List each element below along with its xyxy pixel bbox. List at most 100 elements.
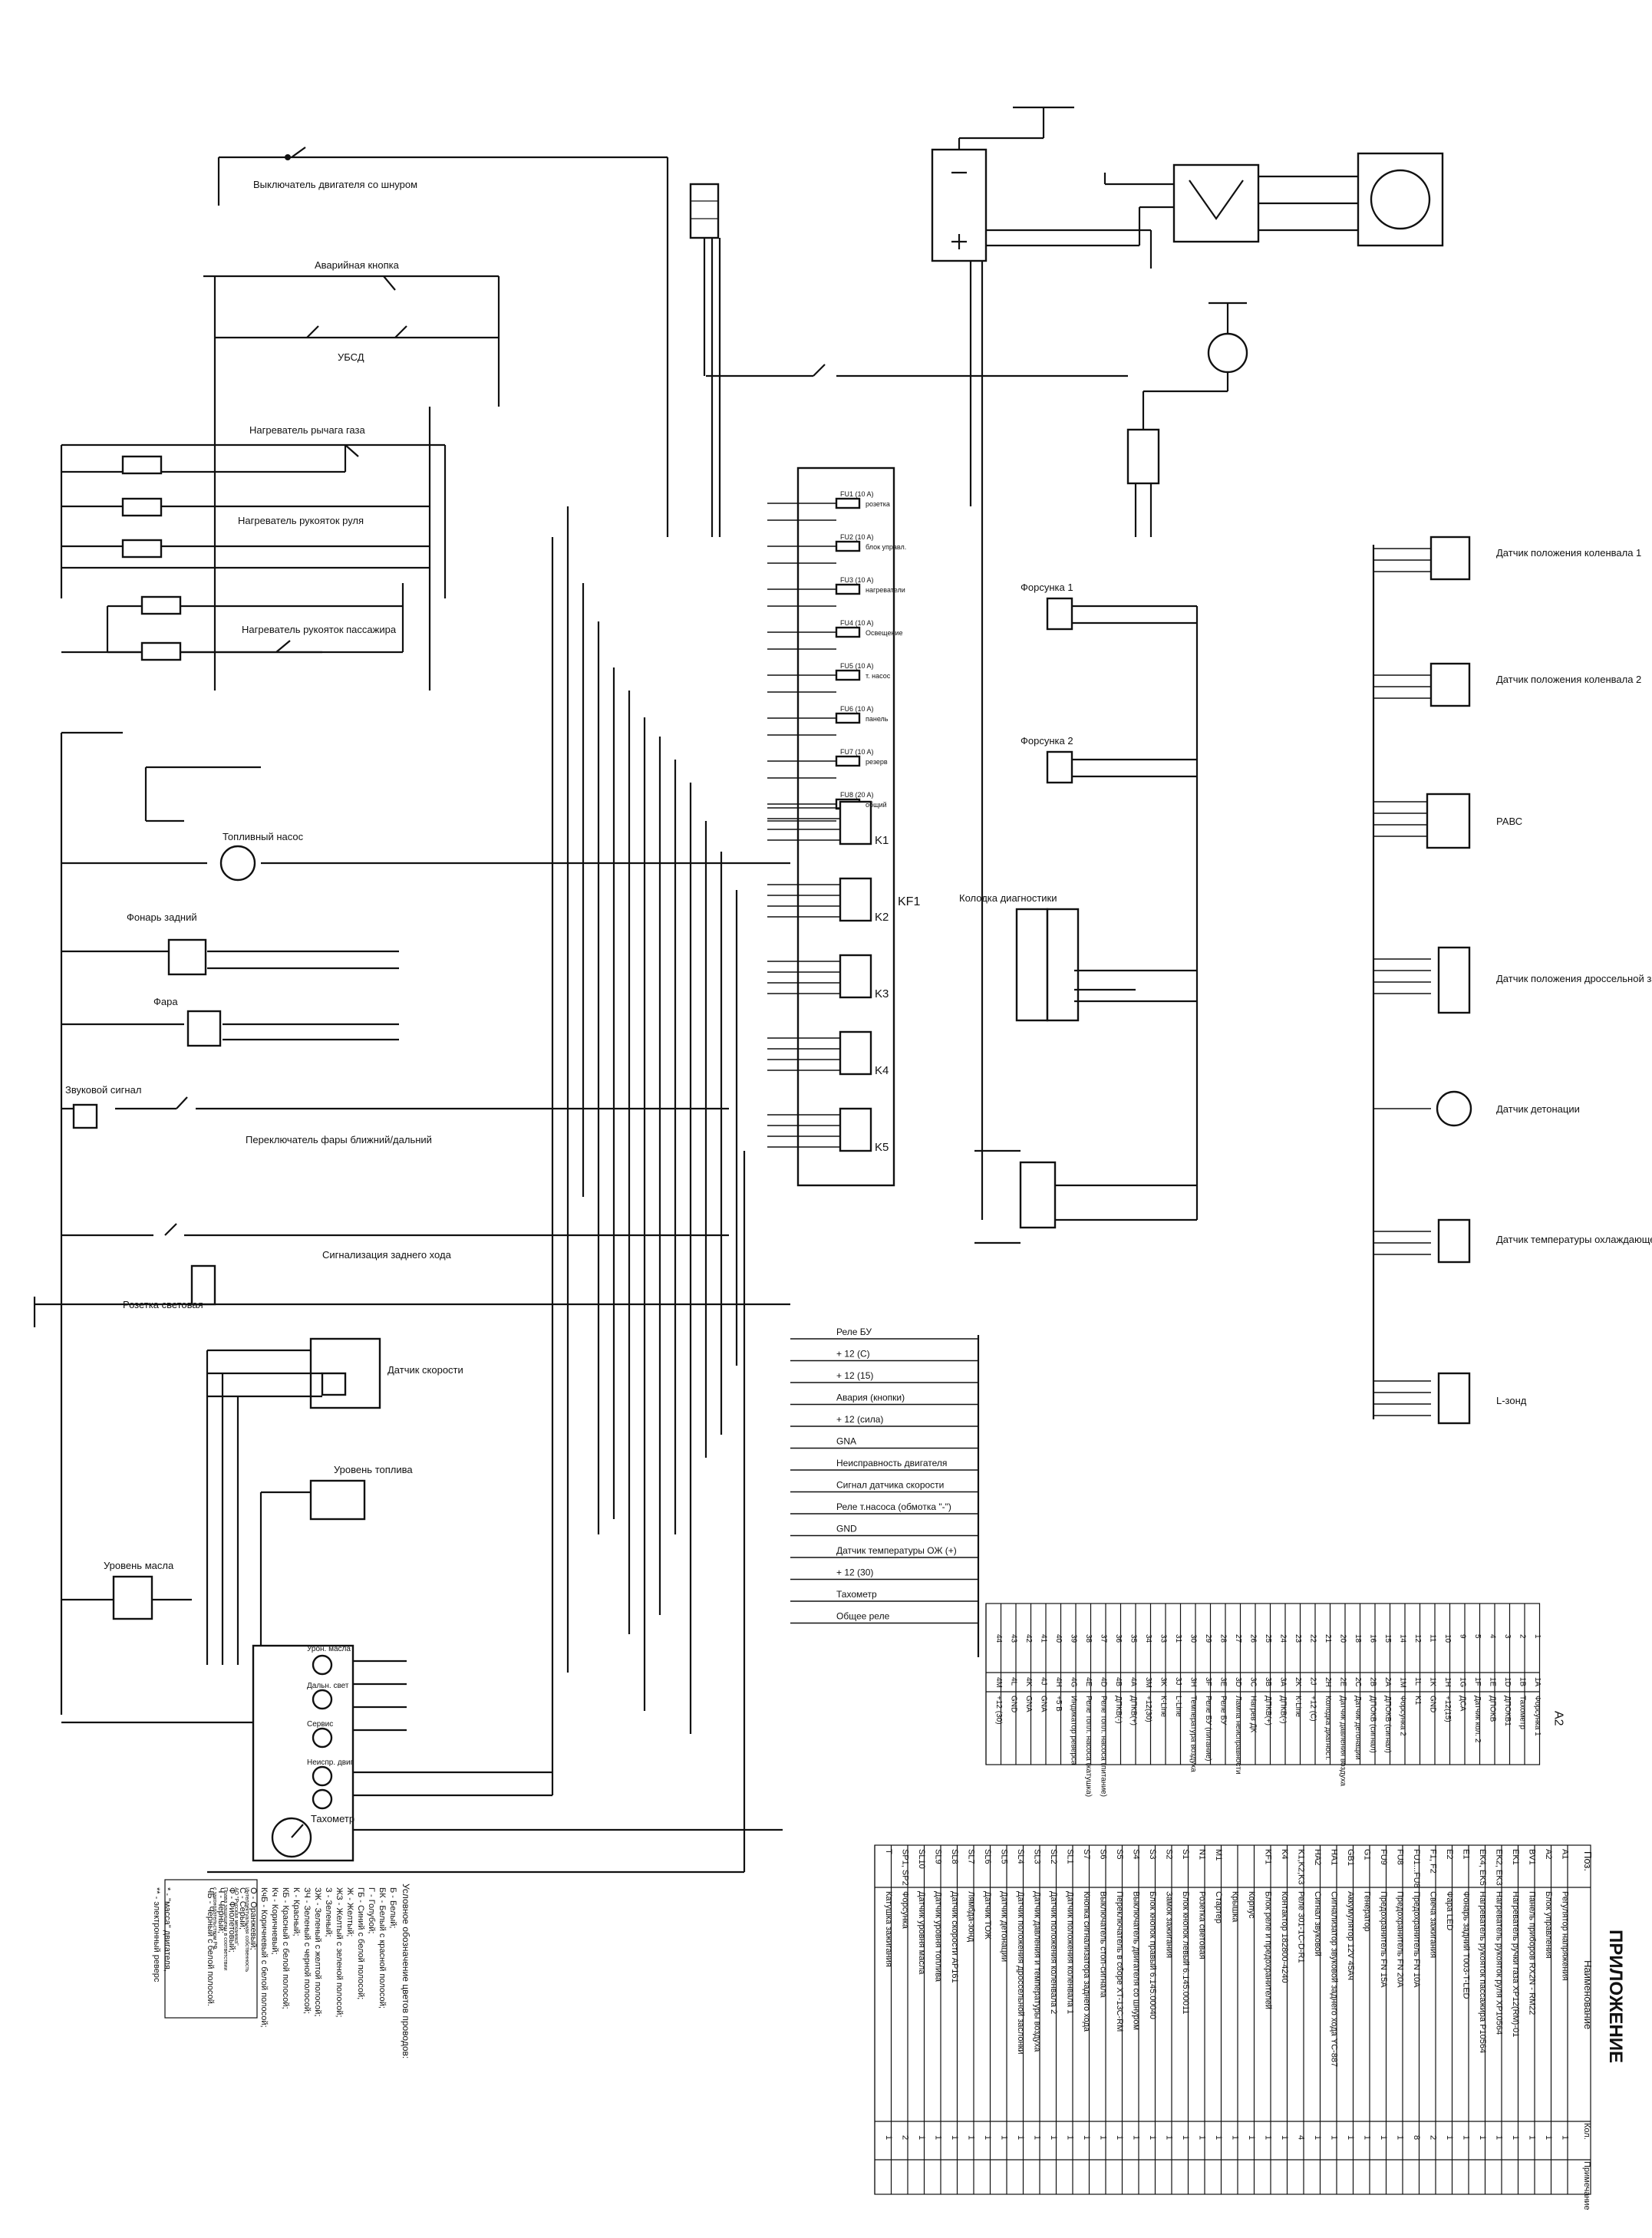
ecu-pin-number: 33 <box>1159 1634 1168 1643</box>
part-pos: M1 <box>1214 1849 1223 1861</box>
fuse-purpose: нагреватели <box>866 586 905 594</box>
ecu-pin-function: ДПОКВ (сигнал) <box>1369 1696 1377 1753</box>
part-name: Катушка зажигания <box>884 1891 893 1967</box>
ecu-pin-function: ДПКВ(+) <box>1129 1696 1138 1725</box>
part-name: Датчик положения коленвала 1 <box>1066 1891 1075 2014</box>
part-pos: SP1, SP2 <box>901 1849 910 1886</box>
parts-header-note: Примечание <box>1582 2161 1591 2210</box>
part-qty: 1 <box>1049 2135 1058 2140</box>
ecu-pin-code: 4G <box>1070 1677 1078 1688</box>
part-qty: 1 <box>1313 2135 1322 2140</box>
part-pos: KF1 <box>1264 1849 1273 1864</box>
part-name: Кнопка сигнализатора заднего хода <box>1082 1891 1091 2032</box>
part-name: Розетка световая <box>1198 1891 1207 1959</box>
part-qty: 4 <box>1297 2135 1306 2140</box>
part-name: Блок управления <box>1544 1891 1553 1959</box>
ecu-pin-function: Реле топл. насоса (катушка) <box>1084 1696 1093 1797</box>
legend-item: О - Оранжевый; <box>249 1887 258 1950</box>
label-diag: Колодка диагностики <box>959 892 1057 904</box>
ecu-title: A2 <box>1552 1711 1565 1726</box>
part-pos: EK4, EK5 <box>1478 1849 1487 1886</box>
ecu-pin-code: 2B <box>1369 1677 1377 1687</box>
ecu-signal-label: Неисправность двигателя <box>836 1458 947 1468</box>
part-qty: 1 <box>1033 2135 1042 2140</box>
relay-label: K1 <box>875 834 889 847</box>
legend-item: К - Красный; <box>292 1887 301 1936</box>
part-pos: G1 <box>1363 1849 1372 1861</box>
part-pos: A1 <box>1561 1849 1570 1859</box>
part-pos: HA2 <box>1313 1849 1322 1865</box>
label-s4: Выключатель двигателя со шнуром <box>253 179 417 190</box>
part-name: Лямбда-зонд <box>967 1891 976 1943</box>
relay-label: K2 <box>875 911 889 924</box>
part-pos: S1 <box>1181 1849 1190 1859</box>
ecu-pin-number: 41 <box>1040 1634 1048 1643</box>
ecu-pin-number: 24 <box>1279 1634 1288 1643</box>
labels-layer: Выключатель двигателя со шнуром Аварийна… <box>65 179 1652 1824</box>
top-left-wiring <box>60 147 669 691</box>
ecu-signal-label: GND <box>836 1524 857 1534</box>
ecu-pin-function: GND <box>1429 1696 1437 1712</box>
ecu-pin-number: 10 <box>1443 1634 1452 1643</box>
ecu-pin-function: +12 (30) <box>994 1696 1003 1725</box>
left-loads <box>33 731 790 1715</box>
part-qty: 1 <box>1462 2135 1471 2140</box>
part-name: Блок кнопок левый 6.145.00011 <box>1181 1891 1190 2014</box>
ecu-pin-function: Реле топл. насоса (питание) <box>1100 1696 1108 1797</box>
ecu-pin-code: 3H <box>1189 1677 1198 1687</box>
ecu-pin-function: +12(15) <box>1443 1696 1452 1722</box>
label-kf1: KF1 <box>898 895 920 908</box>
ecu-pin-code: 4K <box>1024 1677 1033 1687</box>
ecu-pin-function: ДПКВ(-) <box>1114 1696 1123 1723</box>
part-name: Нагреватель ручки газа XP12(RM)-01 <box>1511 1891 1520 2037</box>
part-pos: S3 <box>1148 1849 1157 1859</box>
ecu-pin-number: 30 <box>1189 1634 1198 1643</box>
ecu-pin-code: 2C <box>1354 1677 1362 1687</box>
fuse-rating: FU8 (20 A) <box>840 791 874 799</box>
label-speed: Датчик скорости <box>387 1364 463 1376</box>
part-qty: 1 <box>1165 2135 1174 2140</box>
part-name: Предохранитель FN 10A <box>1412 1891 1421 1988</box>
part-pos: F1, F2 <box>1429 1849 1438 1874</box>
ecu-pin-code: 3F <box>1204 1677 1212 1686</box>
legend-note: * - "масса" двигателя, <box>163 1887 172 1972</box>
part-name: Датчик скорости AP161 <box>950 1891 959 1983</box>
ecu-pin-number: 29 <box>1204 1634 1212 1643</box>
legend-item: КБ - Красный с белой полосой; <box>281 1887 290 2009</box>
ecu-pin-function: Температура воздуха <box>1189 1696 1198 1772</box>
ecu-pin-code: 4D <box>1100 1677 1108 1687</box>
part-qty: 1 <box>1495 2135 1504 2140</box>
ecu-pin-code: 1K <box>1429 1677 1437 1687</box>
part-pos: EK1 <box>1511 1849 1520 1865</box>
legend-item: С - Серый; <box>238 1887 247 1930</box>
part-name: Блок кнопок правый 6.145.00040 <box>1148 1891 1157 2019</box>
center-bus <box>551 506 738 1795</box>
ecu-pin-code: 1H <box>1443 1677 1452 1687</box>
part-pos: FU9 <box>1379 1849 1388 1865</box>
part-pos: S2 <box>1165 1849 1174 1859</box>
ecu-pin-number: 44 <box>994 1634 1003 1643</box>
label-hilo: Переключатель фары ближний/дальний <box>246 1134 432 1145</box>
ecu-pin-code: 3M <box>1144 1677 1152 1688</box>
ecu-signal-label: Реле т.насоса (обмотка "-") <box>836 1501 951 1512</box>
ecu-pin-code: 4L <box>1010 1677 1018 1686</box>
ecu-pin-function: Лампа неисправности <box>1234 1696 1242 1775</box>
label-oil-lamp: Урон. масла <box>307 1645 351 1653</box>
label-sl5: Датчик детонации <box>1496 1103 1580 1115</box>
ecu-pin-number: 9 <box>1459 1634 1467 1639</box>
injectors-diag-coil <box>974 597 1199 1244</box>
ecu-signal-label: + 12 (30) <box>836 1567 873 1578</box>
part-pos: SL1 <box>1066 1849 1075 1864</box>
part-qty: 1 <box>950 2135 959 2140</box>
ecu-pin-number: 12 <box>1413 1634 1422 1643</box>
part-pos: SL6 <box>983 1849 992 1864</box>
ecu-pin-code: 4M <box>994 1677 1003 1688</box>
relay-label: K5 <box>875 1141 889 1154</box>
ecu-pin-code: 3C <box>1249 1677 1258 1687</box>
part-name: Датчик положения коленвала 2 <box>1049 1891 1058 2014</box>
ecu-pin-number: 3 <box>1503 1634 1512 1639</box>
relay-k5 <box>839 1107 872 1152</box>
